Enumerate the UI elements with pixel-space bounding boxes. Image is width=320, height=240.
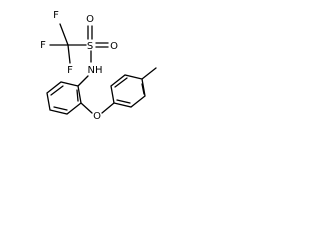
- bond-n-ring: [77, 75, 89, 87]
- bond-c-f-bottom: [67, 44, 71, 64]
- ring-left-double-3: [76, 89, 79, 102]
- bonds: [46, 23, 157, 115]
- atom-label-f-bottom: F: [67, 65, 73, 76]
- ring-right-double-1: [114, 77, 128, 88]
- bond-o-ring2: [101, 102, 115, 114]
- atom-label-o-right: O: [110, 41, 118, 52]
- bond-methyl: [141, 67, 157, 80]
- bond-c-f-top: [59, 23, 69, 46]
- atom-label-nh: NH: [88, 65, 103, 76]
- atom-label-s: S: [87, 41, 93, 52]
- ring-right-double-3: [116, 99, 131, 104]
- ring-right-double-2: [141, 83, 145, 95]
- bond-ring-o: [80, 102, 93, 114]
- atom-label-o-top: O: [86, 14, 94, 25]
- molecule-svg: F F F S O O NH O: [40, 10, 157, 122]
- atom-labels: F F F S O O NH O: [40, 10, 118, 122]
- molecule-structure-diagram: F F F S O O NH O: [0, 0, 204, 137]
- ring-left-double-2: [53, 106, 68, 111]
- atom-label-f-left: F: [40, 40, 46, 51]
- atom-label-o-ether: O: [93, 111, 101, 122]
- atom-label-f-top: F: [53, 10, 59, 21]
- ring-left-double-1: [50, 85, 64, 96]
